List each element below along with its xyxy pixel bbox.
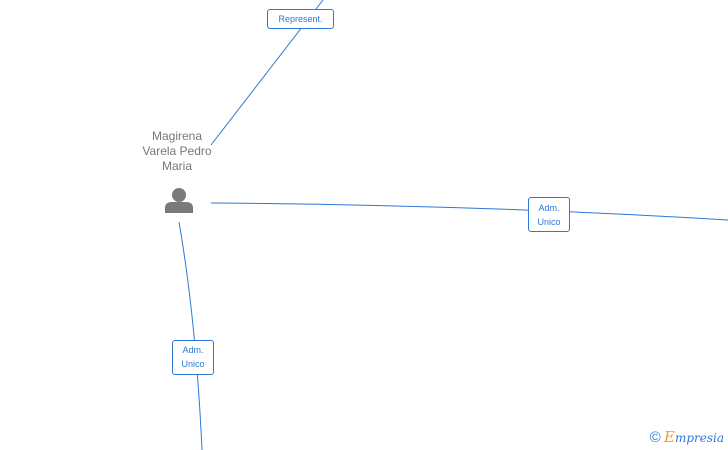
edge-label-represent[interactable]: Represent. <box>267 9 334 29</box>
person-icon[interactable] <box>165 188 193 213</box>
brand-name: mpresia <box>674 431 724 445</box>
edge-label-adm-unico-bottom[interactable]: Adm. Unico <box>172 340 214 375</box>
brand-initial: E <box>663 428 675 446</box>
person-name-label[interactable]: Magirena Varela Pedro Maria <box>142 129 212 173</box>
brand-logo: © Empresia <box>650 428 724 446</box>
edge-label-adm-unico-right[interactable]: Adm. Unico <box>528 197 570 232</box>
edge-line-bottom <box>178 221 203 450</box>
copyright-icon: © <box>649 429 661 446</box>
edge-line-right <box>210 202 728 221</box>
